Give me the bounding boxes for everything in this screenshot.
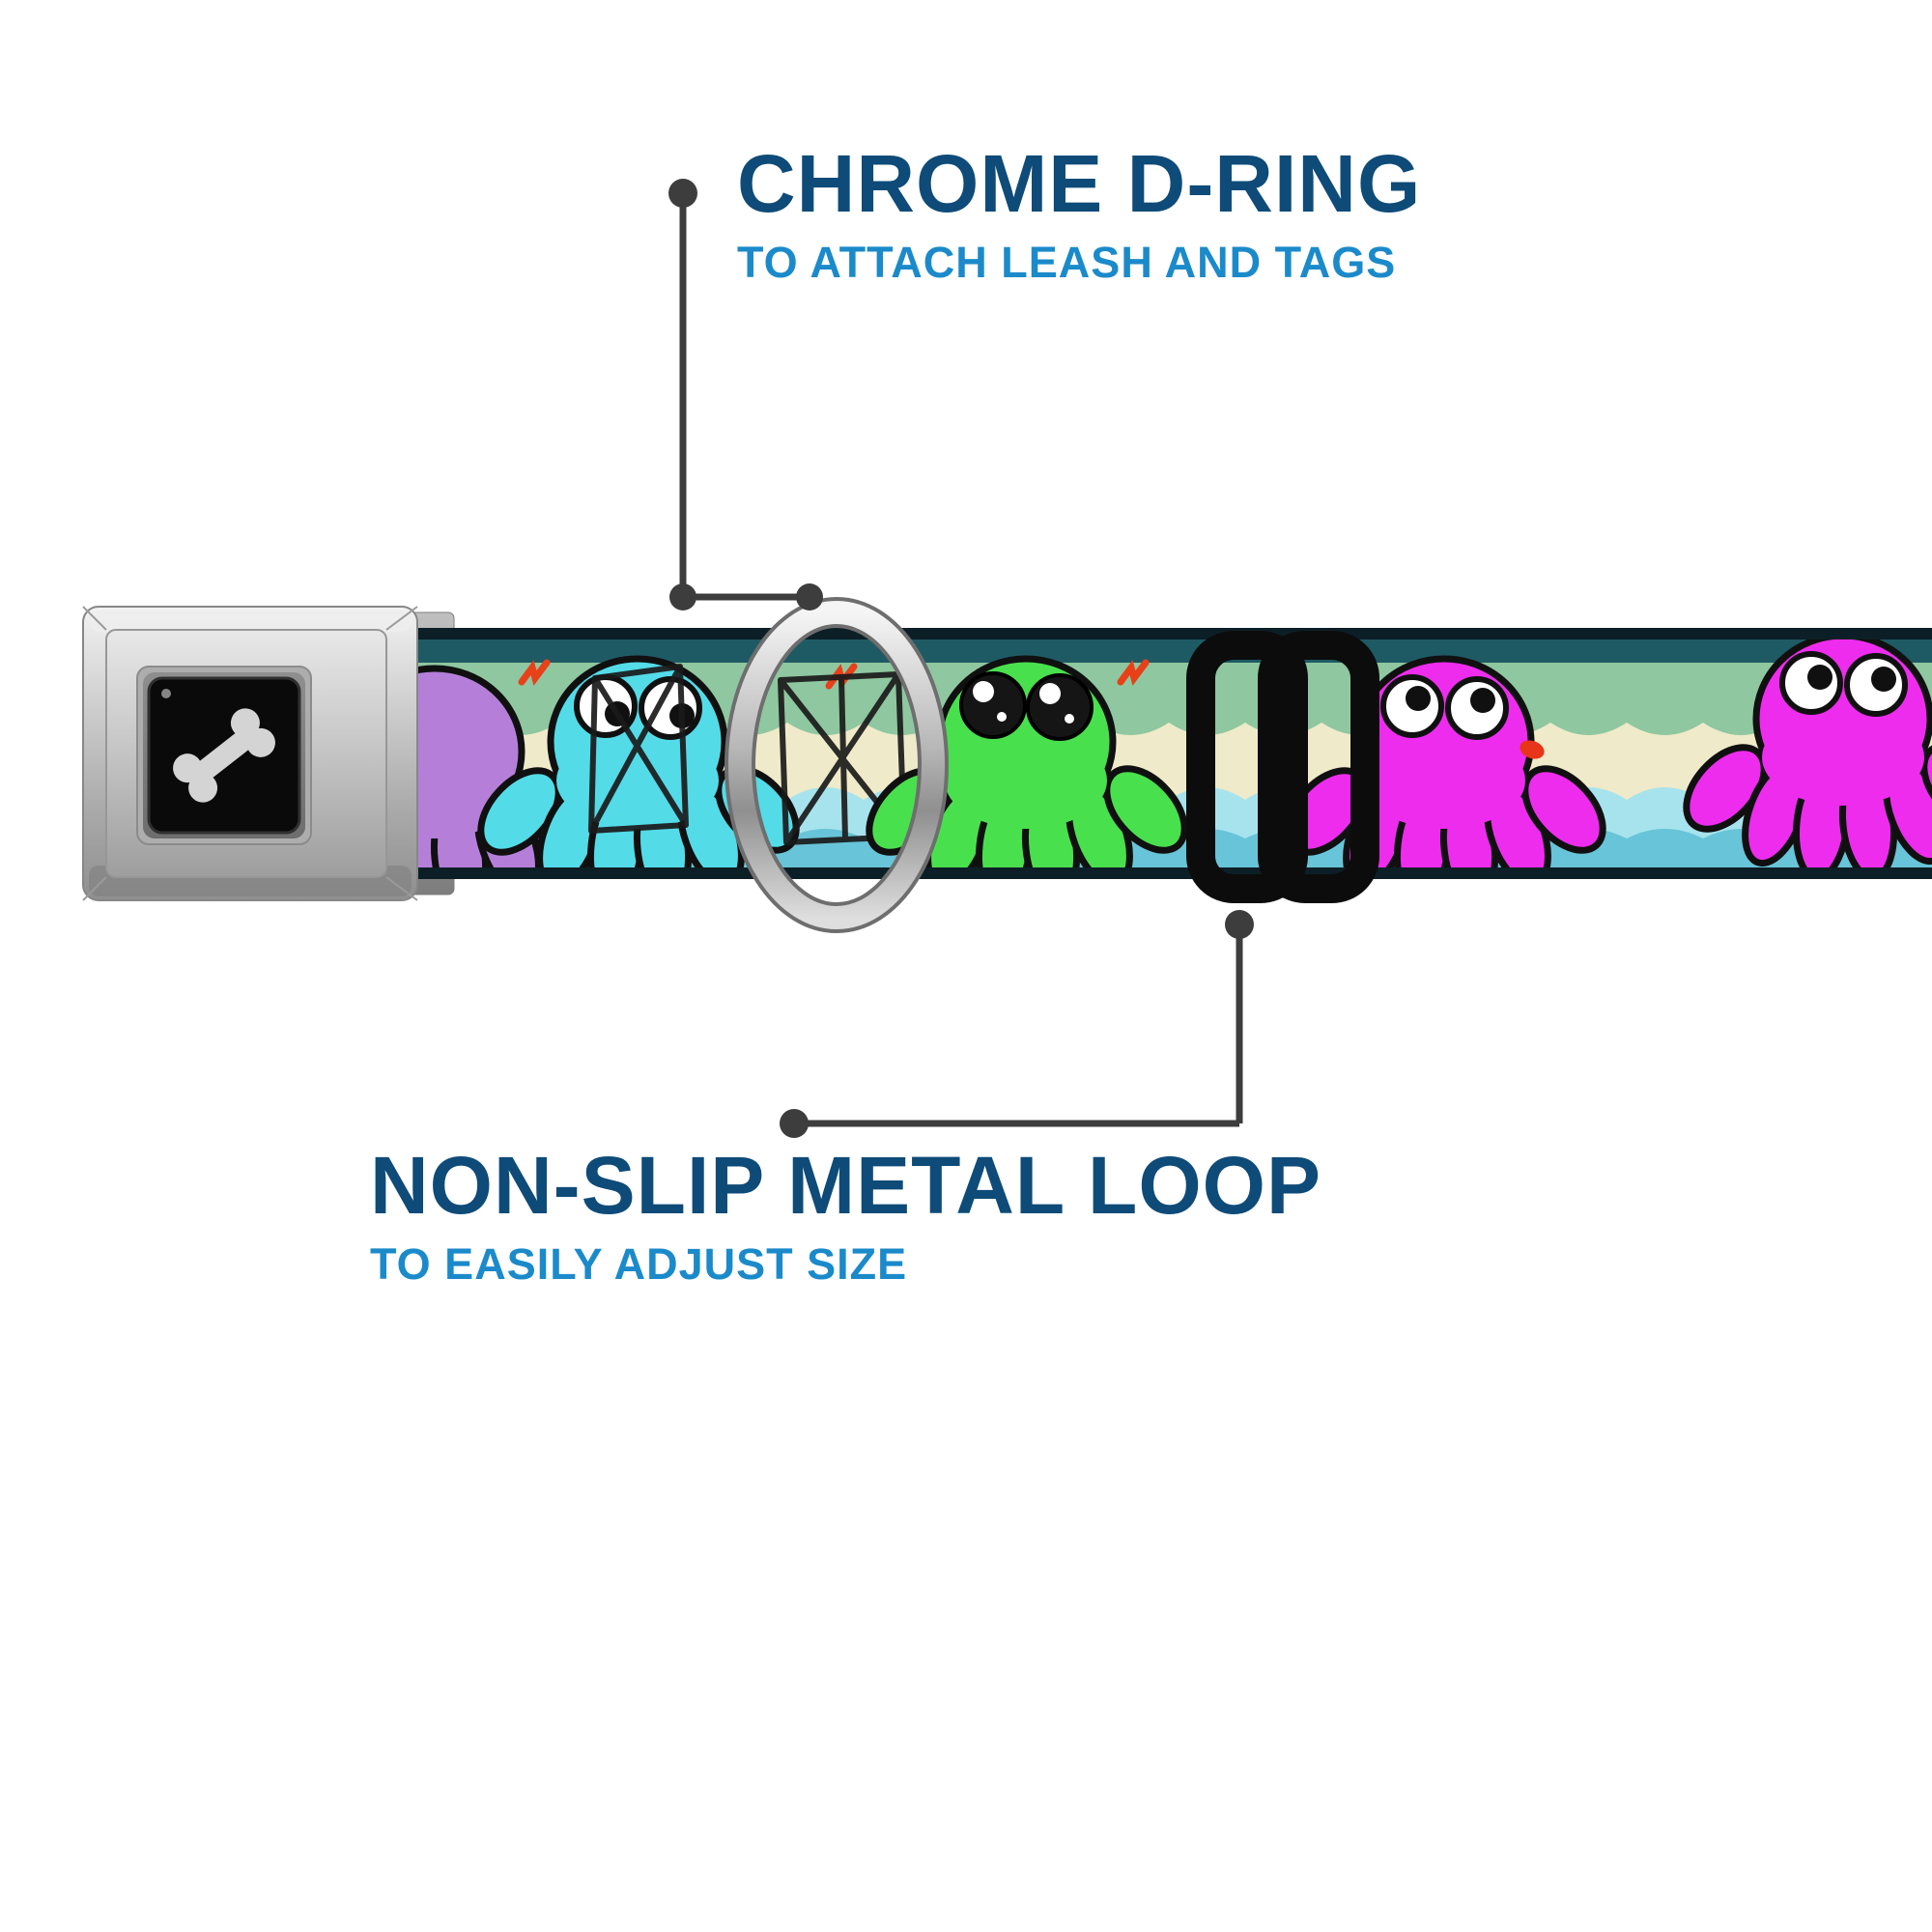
callout-lines [679,193,1243,1127]
strap-print [406,636,1932,903]
callout-dot [796,583,823,611]
octopus-green [854,659,1200,903]
feature-title-metal-loop: NON-SLIP METAL LOOP [370,1140,1322,1231]
callout-dot [668,179,697,208]
bone-icon [173,708,275,803]
collar-strap [406,628,1932,903]
metal-loop-slider [1186,631,1379,903]
callout-metal-loop: NON-SLIP METAL LOOP TO EASILY ADJUST SIZ… [370,1143,1321,1288]
feature-subtitle-d-ring: TO ATTACH LEASH AND TAGS [737,238,1397,287]
octopus-tongue [1520,740,1545,759]
octopus-magenta-right [1671,636,1932,880]
feature-subtitle-metal-loop: TO EASILY ADJUST SIZE [370,1239,908,1289]
seatbelt-buckle [82,606,418,901]
callout-dots [668,179,1254,1138]
feature-title-d-ring: CHROME D-RING [737,138,1422,229]
callout-dot [669,583,696,611]
callout-chrome-d-ring: CHROME D-RING TO ATTACH LEASH AND TAGS [737,141,1421,286]
callout-dot [780,1109,809,1138]
octopus-magenta [1272,659,1618,903]
chrome-d-ring [724,597,949,933]
callout-dot [1225,910,1254,939]
